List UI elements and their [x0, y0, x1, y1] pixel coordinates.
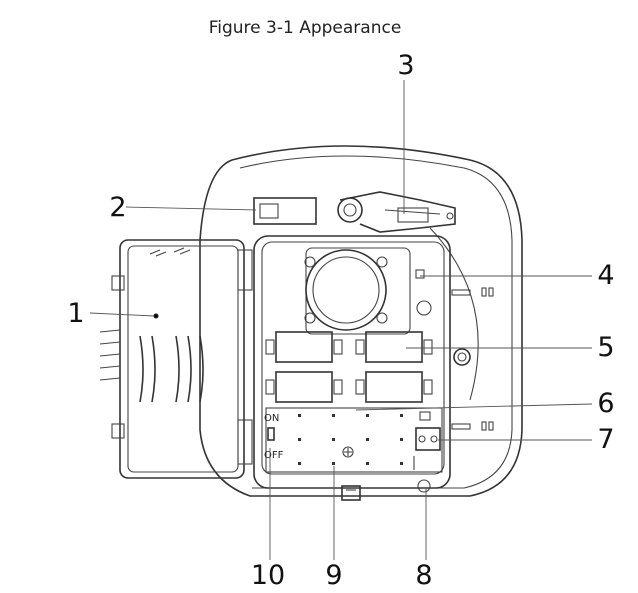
switch-label-off: OFF — [264, 450, 284, 461]
callout-10: 10 — [251, 560, 285, 591]
battery-slots — [265, 331, 433, 403]
leader-lines — [89, 80, 593, 560]
label-window — [253, 197, 317, 225]
callout-2: 2 — [109, 192, 126, 223]
callout-4: 4 — [597, 260, 614, 291]
figure-caption: Figure 3-1 Appearance — [208, 18, 402, 38]
open-cover — [99, 239, 253, 479]
callout-9: 9 — [325, 560, 342, 591]
antenna-mechanism — [337, 191, 456, 233]
callout-3: 3 — [397, 50, 414, 81]
outer-housing — [199, 145, 523, 497]
callout-1: 1 — [67, 298, 84, 329]
callout-8: 8 — [415, 560, 432, 591]
circuit-board — [265, 407, 443, 493]
callout-7: 7 — [597, 424, 614, 455]
speaker — [304, 247, 432, 335]
switch-label-on: ON — [264, 413, 279, 424]
callout-5: 5 — [597, 332, 614, 363]
inner-compartment — [253, 235, 451, 501]
callout-6: 6 — [597, 388, 614, 419]
